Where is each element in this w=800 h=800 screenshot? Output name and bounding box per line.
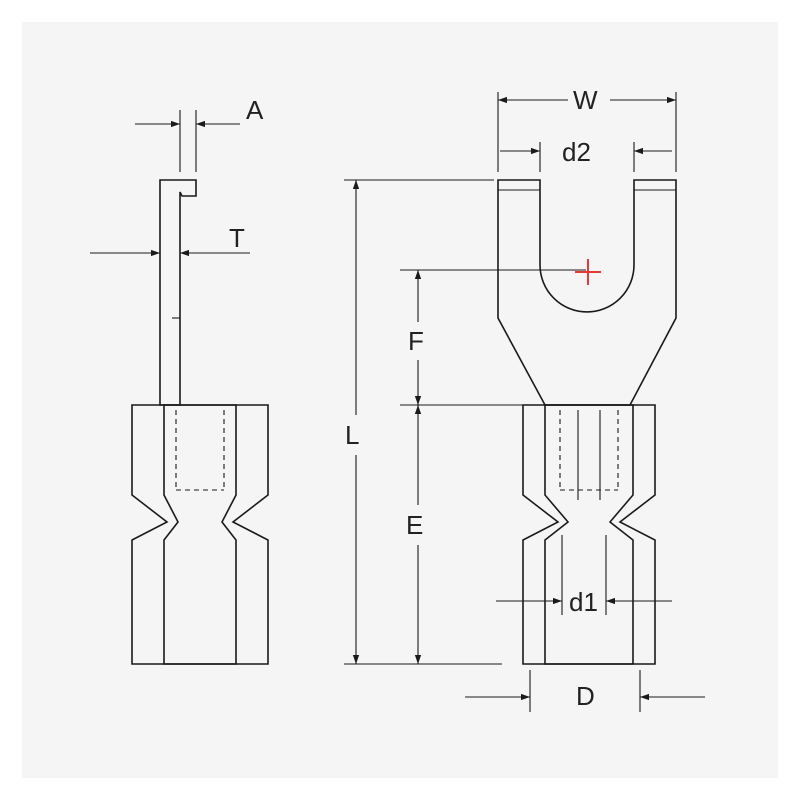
dimension-w: W [497,85,677,172]
front-view: W d2 L F E [344,85,705,712]
dimension-l-label: L [345,420,359,450]
dimension-d: D [465,670,705,712]
dimension-d-label: D [576,681,595,711]
dimension-e: E [406,405,423,664]
side-inner-bore [163,404,237,665]
front-insulation-sleeve [522,404,656,665]
dimension-d1: d1 [496,535,672,617]
dimension-d2: d2 [500,137,672,172]
dimension-d1-label: d1 [569,587,598,617]
dimension-a-label: A [246,95,264,125]
front-spade-fork [497,179,677,406]
front-inner-bore [544,404,634,665]
drawing-panel [22,22,778,778]
side-view: A T [90,95,269,665]
side-insulation-sleeve [131,404,269,665]
dimension-w-label: W [573,85,598,115]
center-mark-icon [575,259,601,285]
dimension-a: A [135,95,264,172]
dimension-t-label: T [229,223,245,253]
dimension-f-label: F [408,326,424,356]
dimension-f: F [400,269,586,406]
dimension-e-label: E [406,510,423,540]
dimension-d2-label: d2 [562,137,591,167]
dimension-t: T [90,223,250,257]
dimension-l: L [344,179,502,665]
